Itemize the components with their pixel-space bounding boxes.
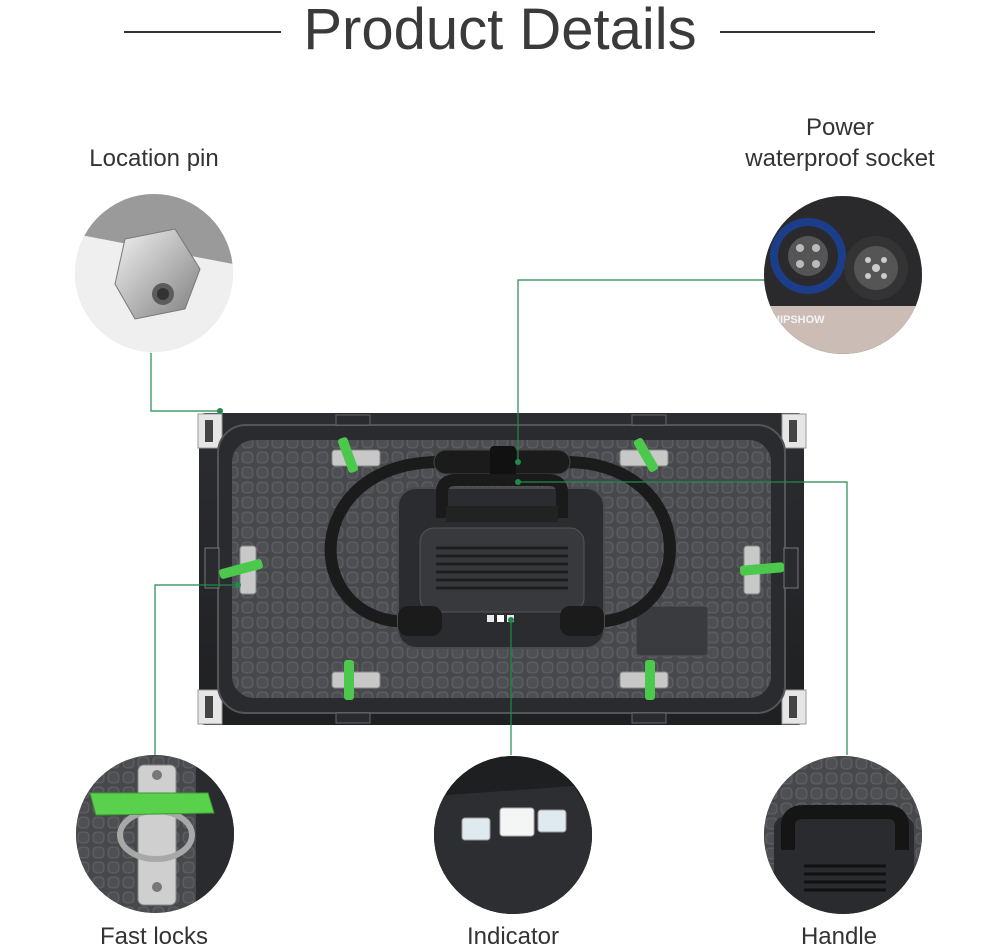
title-rule-left bbox=[124, 31, 281, 33]
location-pin-photo bbox=[75, 194, 233, 352]
indicator-led-icon bbox=[434, 756, 592, 914]
lock-bracket-top-left bbox=[331, 437, 381, 473]
led-panel bbox=[197, 413, 807, 725]
handle-photo bbox=[764, 756, 922, 914]
lock-bracket-right bbox=[739, 545, 785, 595]
location-pin-icon bbox=[75, 194, 233, 352]
page-title: Product Details bbox=[303, 0, 697, 62]
label-indicator: Indicator bbox=[466, 923, 560, 950]
lock-bracket-top-right bbox=[619, 438, 669, 472]
label-power-line2: waterproof socket bbox=[745, 145, 935, 172]
label-handle: Handle bbox=[800, 923, 878, 950]
label-location-pin: Location pin bbox=[89, 145, 219, 172]
lock-bracket-bottom-right bbox=[619, 660, 669, 700]
lock-bracket-bottom-left bbox=[331, 660, 381, 700]
fast-locks-photo bbox=[76, 755, 234, 913]
socket-photo-brand-text: HIPSHOW bbox=[772, 314, 825, 326]
fast-lock-icon bbox=[76, 755, 234, 913]
handle-icon bbox=[764, 756, 922, 914]
header: Product Details bbox=[0, 0, 1000, 62]
power-socket-photo: HIPSHOW bbox=[764, 196, 922, 354]
title-rule-right bbox=[720, 31, 875, 33]
indicator-photo bbox=[434, 756, 592, 914]
label-fast-locks: Fast locks bbox=[99, 923, 209, 950]
power-socket-icon bbox=[764, 196, 922, 354]
label-power-line1: Power bbox=[805, 114, 875, 141]
lock-bracket-left bbox=[219, 545, 263, 595]
